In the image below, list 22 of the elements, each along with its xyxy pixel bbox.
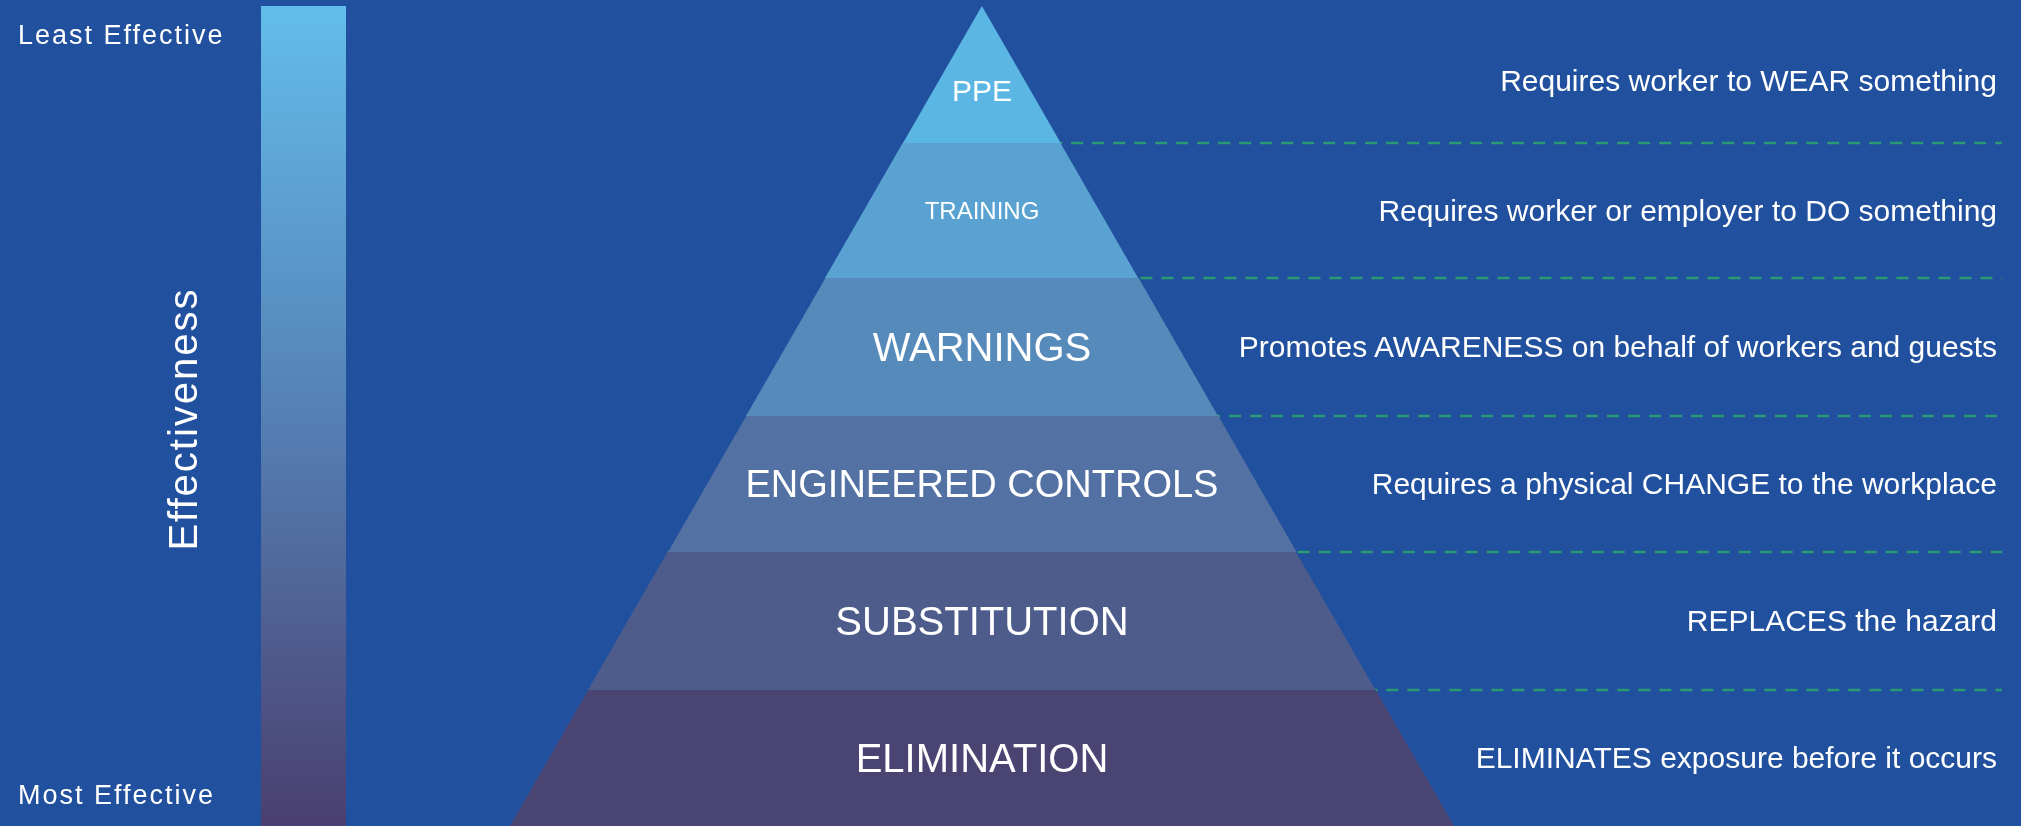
layer-label: TRAINING bbox=[923, 196, 1041, 225]
pyramid-layer bbox=[667, 416, 1297, 552]
effectiveness-gradient-bar bbox=[261, 6, 346, 826]
layer-description: Requires a physical CHANGE to the workplace bbox=[1371, 467, 1997, 501]
layer-label: ENGINEERED CONTROLS bbox=[744, 462, 1220, 506]
layer-label: SUBSTITUTION bbox=[834, 598, 1130, 644]
layer-label: WARNINGS bbox=[871, 324, 1093, 370]
layer-description: ELIMINATES exposure before it occurs bbox=[1475, 741, 1997, 775]
scale-axis-label: Effectiveness bbox=[160, 287, 206, 551]
layer-description: Requires worker to WEAR something bbox=[1500, 63, 1997, 98]
pyramid-layer bbox=[588, 552, 1376, 690]
layer-description: Requires worker or employer to DO something bbox=[1378, 193, 1997, 228]
scale-top-label: Least Effective bbox=[18, 20, 225, 51]
layer-description: Promotes AWARENESS on behalf of workers and guests bbox=[1238, 330, 1997, 364]
pyramid-layer bbox=[903, 6, 1061, 143]
layer-description: REPLACES the hazard bbox=[1686, 604, 1997, 638]
layer-label: PPE bbox=[950, 73, 1013, 108]
pyramid-layer bbox=[746, 278, 1218, 416]
pyramid-layer bbox=[510, 690, 1454, 826]
pyramid-layer bbox=[825, 143, 1139, 278]
layer-label: ELIMINATION bbox=[854, 735, 1110, 781]
scale-bottom-label: Most Effective bbox=[18, 780, 216, 811]
